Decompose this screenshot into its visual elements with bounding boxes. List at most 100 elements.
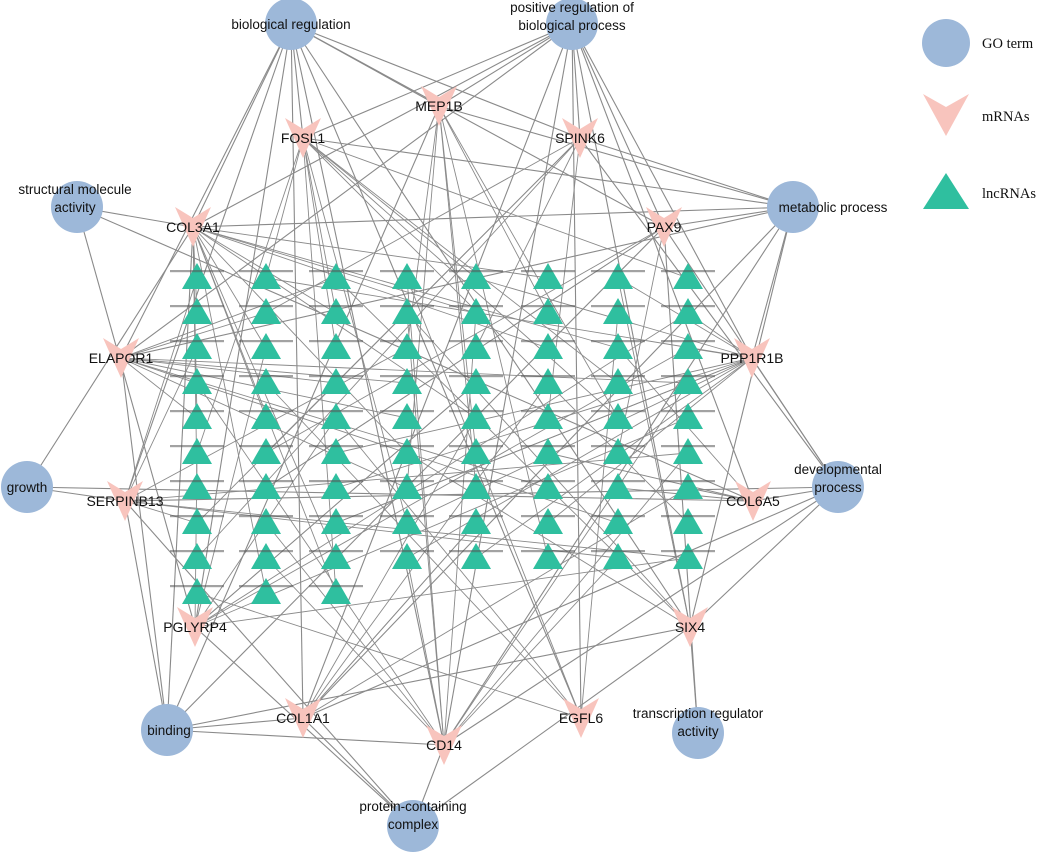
mrna-v-shape: [563, 698, 599, 738]
lncrna-triangle: [321, 473, 351, 499]
lncrna-tiny-label: [449, 270, 503, 273]
lncrna-tiny-label: [521, 340, 575, 343]
lncrna-triangle: [392, 298, 422, 324]
lncrna-node: [239, 368, 293, 394]
edge-g_dev-m_six4: [689, 486, 839, 628]
lncrna-triangle: [533, 368, 563, 394]
lncrna-node: [449, 298, 503, 324]
edge-g_dev-m_cd14: [443, 486, 839, 746]
lncrna-triangle: [603, 473, 633, 499]
lncrna-node: [309, 333, 363, 359]
go-term-node: metabolic process: [767, 181, 888, 233]
edge-g_growth-m_col3a1: [26, 226, 194, 488]
go-term-circle: [265, 0, 317, 50]
lncrna-triangle: [321, 333, 351, 359]
mrna-label: SIX4: [675, 619, 706, 635]
mrna-v-shape: [103, 338, 139, 378]
lncrna-triangle: [182, 298, 212, 324]
lncrna-triangle: [533, 333, 563, 359]
edge-lnc-mrna: [547, 452, 754, 502]
edge-lnc-mrna: [265, 557, 445, 746]
edge-lnc-mrna: [192, 226, 408, 454]
lncrna-triangle: [603, 438, 633, 464]
lncrna-triangle: [673, 473, 703, 499]
edge-lnc-mrna: [443, 557, 619, 746]
edge-lnc-mrna: [406, 312, 691, 628]
mrna-label: COL1A1: [276, 710, 330, 726]
lncrna-node: [521, 438, 575, 464]
lncrna-node: [239, 333, 293, 359]
lncrna-node: [380, 473, 434, 499]
edge-lnc-mrna: [438, 105, 477, 454]
edge-lnc-mrna: [687, 347, 753, 359]
edge-g_bind-m_col3a1: [166, 226, 194, 731]
lncrna-tiny-label: [521, 480, 575, 483]
lncrna-tiny-label: [591, 270, 645, 273]
edge-lnc-mrna: [547, 357, 753, 524]
lncrna-triangle: [251, 438, 281, 464]
lncrna-tiny-label: [380, 270, 434, 273]
lncrna-tiny-label: [239, 340, 293, 343]
lncrna-node: [239, 543, 293, 569]
lncrna-node: [380, 543, 434, 569]
lncrna-tiny-label: [239, 585, 293, 588]
lncrna-node: [380, 333, 434, 359]
lncrna-triangle: [251, 368, 281, 394]
lncrna-tiny-label: [591, 515, 645, 518]
lncrna-node: [309, 403, 363, 429]
mrna-label: PAX9: [647, 219, 682, 235]
lncrna-node: [521, 543, 575, 569]
lncrna-tiny-label: [380, 480, 434, 483]
lncrna-node: [661, 438, 715, 464]
edge-lnc-mrna: [406, 557, 445, 746]
lncrna-tiny-label: [170, 270, 224, 273]
go-term-label: complex: [388, 817, 439, 832]
lncrna-node: [521, 333, 575, 359]
lncrna-tiny-label: [380, 515, 434, 518]
edge-lnc-mrna: [443, 452, 689, 746]
legend-v-icon: [923, 94, 969, 136]
go-term-node: biological regulation: [231, 0, 351, 50]
lncrna-tiny-label: [521, 270, 575, 273]
mrna-node-six4: SIX4: [672, 607, 708, 647]
edge-lnc-mrna: [265, 277, 753, 359]
mrna-v-shape: [426, 725, 462, 765]
lncrna-triangle: [673, 438, 703, 464]
lncrna-tiny-label: [661, 550, 715, 553]
edge-lnc-mrna: [302, 522, 477, 719]
lncrna-node: [380, 508, 434, 534]
lncrna-tiny-label: [239, 305, 293, 308]
edge-g_bind-m_serpinb13: [124, 500, 168, 731]
lncrna-tiny-label: [170, 410, 224, 413]
lncrna-node: [521, 473, 575, 499]
edge-g_pos-m_col6a5: [571, 23, 754, 502]
go-term-label: biological regulation: [231, 17, 350, 32]
legend-circle-icon: [922, 19, 970, 67]
edge-g_bio-m_pglyrp4: [194, 23, 292, 628]
lncrna-tiny-label: [661, 410, 715, 413]
mrna-node-egfl6: EGFL6: [559, 698, 604, 738]
lncrna-tiny-label: [380, 375, 434, 378]
lncrna-tiny-label: [521, 375, 575, 378]
edge-lnc-mrna: [194, 417, 689, 628]
go-term-label: metabolic process: [779, 200, 888, 215]
lncrna-tiny-label: [309, 375, 363, 378]
go-term-label: binding: [147, 723, 191, 738]
edge-lnc-mrna: [196, 592, 582, 719]
lncrna-tiny-label: [239, 480, 293, 483]
lncrna-triangle: [321, 578, 351, 604]
lncrna-node: [170, 333, 224, 359]
lncrna-tiny-label: [239, 445, 293, 448]
edge-lnc-mrna: [196, 382, 445, 746]
mrna-node-col6a5: COL6A5: [726, 481, 780, 521]
edge-g_bind-m_elapor1: [120, 357, 168, 731]
mrna-label: EGFL6: [559, 710, 604, 726]
edge-lnc-mrna: [120, 312, 267, 359]
edge-g_pos-m_mep1b: [438, 23, 573, 107]
edge-lnc-mrna: [192, 226, 549, 279]
lncrna-triangle: [533, 298, 563, 324]
lncrna-triangle: [461, 508, 491, 534]
mrna-node-ppp1r1b: PPP1R1B: [720, 338, 784, 378]
